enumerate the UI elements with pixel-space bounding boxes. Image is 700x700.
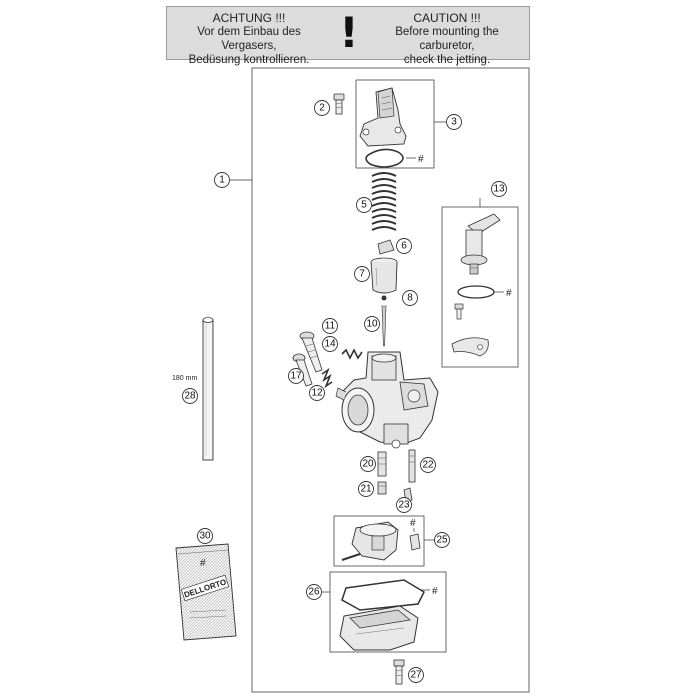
callout-3: 3 bbox=[446, 114, 462, 130]
float-pin-part bbox=[341, 553, 361, 561]
cover-group-box bbox=[355, 79, 435, 169]
float-bowl-group-box bbox=[329, 571, 447, 653]
callout-20: 20 bbox=[360, 456, 376, 472]
fuel-hose-part bbox=[202, 317, 214, 461]
idle-jet-part bbox=[408, 449, 416, 483]
choke-lever-part bbox=[460, 213, 501, 275]
notice-de-line1: Vor dem Einbau des Vergasers, bbox=[197, 26, 301, 52]
float-part bbox=[351, 521, 399, 561]
notice-en-line1: Before mounting the carburetor, bbox=[395, 26, 499, 52]
hash-mark-30: # bbox=[200, 558, 206, 569]
callout-6-label: 6 bbox=[401, 241, 407, 252]
float-bowl-part bbox=[339, 605, 419, 651]
callout-27-label: 27 bbox=[410, 670, 422, 681]
main-jet-part bbox=[377, 481, 387, 495]
callout-3-label: 3 bbox=[451, 117, 457, 128]
float-group-box bbox=[333, 515, 425, 567]
needle-jet-part bbox=[377, 451, 387, 477]
callout-22: 22 bbox=[420, 457, 436, 473]
choke-screw-part bbox=[454, 303, 464, 320]
callout-10: 10 bbox=[364, 316, 380, 332]
carburetor-body-part bbox=[335, 351, 439, 449]
callout-2-label: 2 bbox=[319, 103, 325, 114]
callout-14: 14 bbox=[322, 336, 338, 352]
callout-10-label: 10 bbox=[366, 319, 378, 330]
callout-26: 26 bbox=[306, 584, 322, 600]
hash-mark-25: # bbox=[410, 518, 416, 529]
callout-23: 23 bbox=[396, 497, 412, 513]
float-needle-valve-part bbox=[409, 533, 421, 551]
callout-5-label: 5 bbox=[361, 200, 367, 211]
callout-25-label: 25 bbox=[436, 535, 448, 546]
notice-en-title: CAUTION !!! bbox=[413, 11, 481, 25]
callout-28-label: 28 bbox=[184, 391, 196, 402]
bowl-gasket-part bbox=[341, 579, 425, 611]
caution-notice: ACHTUNG !!! Vor dem Einbau des Vergasers… bbox=[166, 6, 530, 66]
choke-plate-part bbox=[451, 337, 489, 357]
idle-screw-spring-part bbox=[341, 348, 363, 360]
callout-8: 8 bbox=[402, 290, 418, 306]
notice-en-line2: check the jetting. bbox=[403, 54, 491, 66]
assembly-frame bbox=[251, 67, 530, 693]
choke-gasket-part bbox=[457, 285, 495, 299]
callout-14-label: 14 bbox=[324, 339, 336, 350]
callout-5: 5 bbox=[356, 197, 372, 213]
callout-30: 30 bbox=[197, 528, 213, 544]
callout-12-label: 12 bbox=[311, 388, 323, 399]
callout-7: 7 bbox=[354, 266, 370, 282]
bowl-drain-screw-part bbox=[393, 659, 405, 685]
mixture-screw-spring-part bbox=[321, 367, 333, 389]
warning-exclamation-icon: ! bbox=[339, 8, 359, 57]
cover-gasket-part bbox=[365, 148, 404, 168]
callout-27: 27 bbox=[408, 667, 424, 683]
callout-21-label: 21 bbox=[360, 484, 372, 495]
needle-clip-holder-part bbox=[377, 239, 395, 255]
callout-6: 6 bbox=[396, 238, 412, 254]
callout-17: 17 bbox=[288, 368, 304, 384]
callout-26-label: 26 bbox=[308, 587, 320, 598]
callout-22-label: 22 bbox=[422, 460, 434, 471]
needle-clip-part bbox=[381, 295, 387, 301]
notice-de-line2: Bedüsung kontrollieren. bbox=[188, 54, 310, 66]
callout-28: 28 bbox=[182, 388, 198, 404]
idle-adjust-screw-part bbox=[299, 331, 323, 373]
hash-mark-3: # bbox=[418, 154, 424, 165]
hash-mark-13: # bbox=[506, 288, 512, 299]
callout-7-label: 7 bbox=[359, 269, 365, 280]
notice-english: CAUTION !!! Before mounting the carburet… bbox=[367, 11, 527, 67]
callout-30-label: 30 bbox=[199, 531, 211, 542]
notice-de-title: ACHTUNG !!! bbox=[212, 11, 286, 25]
notice-german: ACHTUNG !!! Vor dem Einbau des Vergasers… bbox=[169, 11, 329, 67]
jet-kit-package-part: DELLORTO bbox=[175, 543, 237, 641]
cover-screw-part bbox=[333, 93, 345, 115]
jet-needle-part bbox=[381, 305, 387, 347]
callout-2: 2 bbox=[314, 100, 330, 116]
throttle-spring-part bbox=[371, 172, 397, 231]
callout-1-label: 1 bbox=[219, 175, 225, 186]
callout-13: 13 bbox=[491, 181, 507, 197]
callout-8-label: 8 bbox=[407, 293, 413, 304]
callout-23-label: 23 bbox=[398, 500, 410, 511]
callout-21: 21 bbox=[358, 481, 374, 497]
callout-20-label: 20 bbox=[362, 459, 374, 470]
callout-11: 11 bbox=[322, 318, 338, 334]
top-cover-part bbox=[359, 87, 407, 147]
callout-13-label: 13 bbox=[493, 184, 505, 195]
hash-mark-26: # bbox=[432, 586, 438, 597]
callout-17-label: 17 bbox=[290, 371, 302, 382]
throttle-slide-part bbox=[370, 257, 398, 294]
hose-length-label: 180 mm bbox=[172, 375, 197, 382]
callout-12: 12 bbox=[309, 385, 325, 401]
callout-25: 25 bbox=[434, 532, 450, 548]
callout-1: 1 bbox=[214, 172, 230, 188]
callout-11-label: 11 bbox=[325, 321, 336, 332]
